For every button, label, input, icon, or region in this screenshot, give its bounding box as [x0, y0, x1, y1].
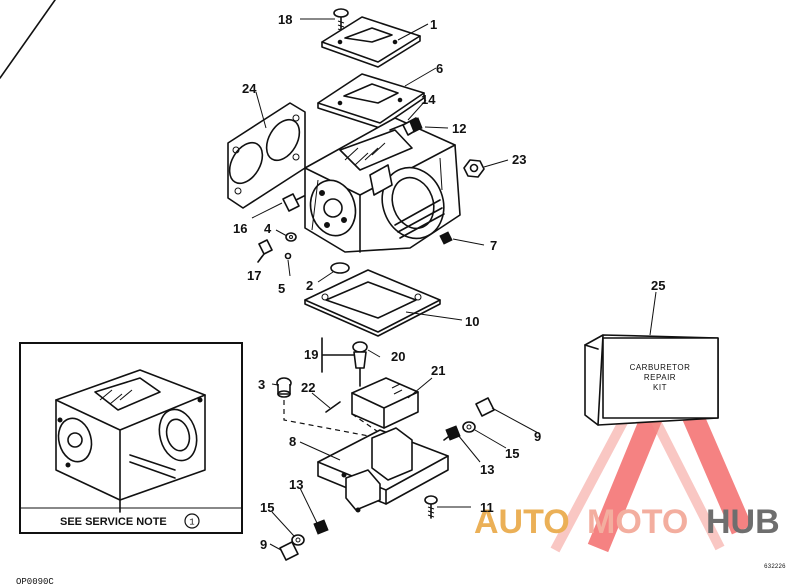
inset-note-circle — [184, 513, 200, 529]
washer-part-4 — [285, 232, 297, 242]
plug-part-17 — [257, 239, 273, 263]
callout-8: 8 — [289, 434, 296, 449]
plug-part-9-lower — [279, 541, 299, 561]
ball-part-5 — [284, 252, 292, 260]
callout-22: 22 — [301, 380, 315, 395]
cover-plate-part-1 — [321, 16, 421, 68]
callout-24: 24 — [242, 81, 257, 96]
callout-1: 1 — [430, 17, 437, 32]
corner-stroke — [0, 0, 56, 79]
callout-9-upper: 9 — [534, 429, 541, 444]
callout-20: 20 — [391, 349, 405, 364]
o-ring-part-2 — [330, 262, 350, 274]
callout-25: 25 — [651, 278, 665, 293]
pin-part-22 — [325, 401, 341, 413]
callout-7: 7 — [490, 238, 497, 253]
plug-part-3 — [276, 377, 292, 398]
gasket-part-6 — [317, 73, 425, 129]
watermark-part3: HUB — [706, 503, 780, 541]
kit-label-line2: REPAIR — [644, 373, 676, 382]
small-code: 632226 — [764, 563, 786, 570]
inset-note-number: 1 — [189, 518, 194, 528]
jet-part-16 — [282, 193, 305, 212]
callout-6: 6 — [436, 61, 443, 76]
float-bowl-part-8 — [317, 427, 449, 513]
callout-21: 21 — [431, 363, 445, 378]
callout-13-upper: 13 — [480, 462, 494, 477]
callout-17: 17 — [247, 268, 261, 283]
gasket-part-24 — [227, 102, 306, 209]
callout-13-lower: 13 — [289, 477, 303, 492]
callout-11: 11 — [480, 500, 494, 515]
plug-part-9-upper — [475, 397, 495, 417]
callout-5: 5 — [278, 281, 285, 296]
plug-part-7 — [439, 231, 453, 245]
leader-lines — [251, 18, 657, 551]
kit-label-line3: KIT — [653, 383, 667, 392]
watermark-part2: MOTO — [587, 503, 688, 541]
callout-15-lower: 15 — [260, 500, 274, 515]
callout-18: 18 — [278, 12, 292, 27]
callout-12: 12 — [452, 121, 466, 136]
screw-part-11 — [424, 495, 438, 519]
callout-16: 16 — [233, 221, 247, 236]
callout-19: 19 — [304, 347, 318, 362]
gasket-part-10 — [304, 269, 441, 337]
carburetor-body — [304, 117, 461, 253]
nut-part-23 — [463, 159, 485, 178]
callout-9-lower: 9 — [260, 537, 267, 552]
repair-kit-box: CARBURETOR REPAIR KIT — [584, 334, 719, 426]
inset-note-label: SEE SERVICE NOTE — [60, 516, 167, 528]
inset-panel: SEE SERVICE NOTE 1 — [19, 342, 243, 534]
needle-valve-part-19-20 — [321, 337, 368, 387]
figure-code: OP0090C — [16, 577, 54, 585]
callout-4: 4 — [264, 221, 272, 236]
washer-part-15-upper — [462, 421, 476, 433]
screw-part-13-lower — [313, 519, 329, 535]
inset-carburetor-illustration — [55, 369, 206, 513]
screw-part-13-upper — [443, 425, 461, 441]
watermark-part1: AUTO — [474, 503, 570, 541]
kit-label-line1: CARBURETOR — [630, 363, 691, 372]
callout-15-upper: 15 — [505, 446, 519, 461]
callout-3: 3 — [258, 377, 265, 392]
washer-part-15-lower — [291, 534, 305, 546]
callout-labels: 18 1 6 14 12 23 24 16 4 17 2 5 7 10 19 2… — [233, 12, 665, 552]
screw-part-12 — [402, 117, 423, 136]
callout-14: 14 — [421, 92, 436, 107]
callout-10: 10 — [465, 314, 479, 329]
callout-2: 2 — [306, 278, 313, 293]
callout-23: 23 — [512, 152, 526, 167]
